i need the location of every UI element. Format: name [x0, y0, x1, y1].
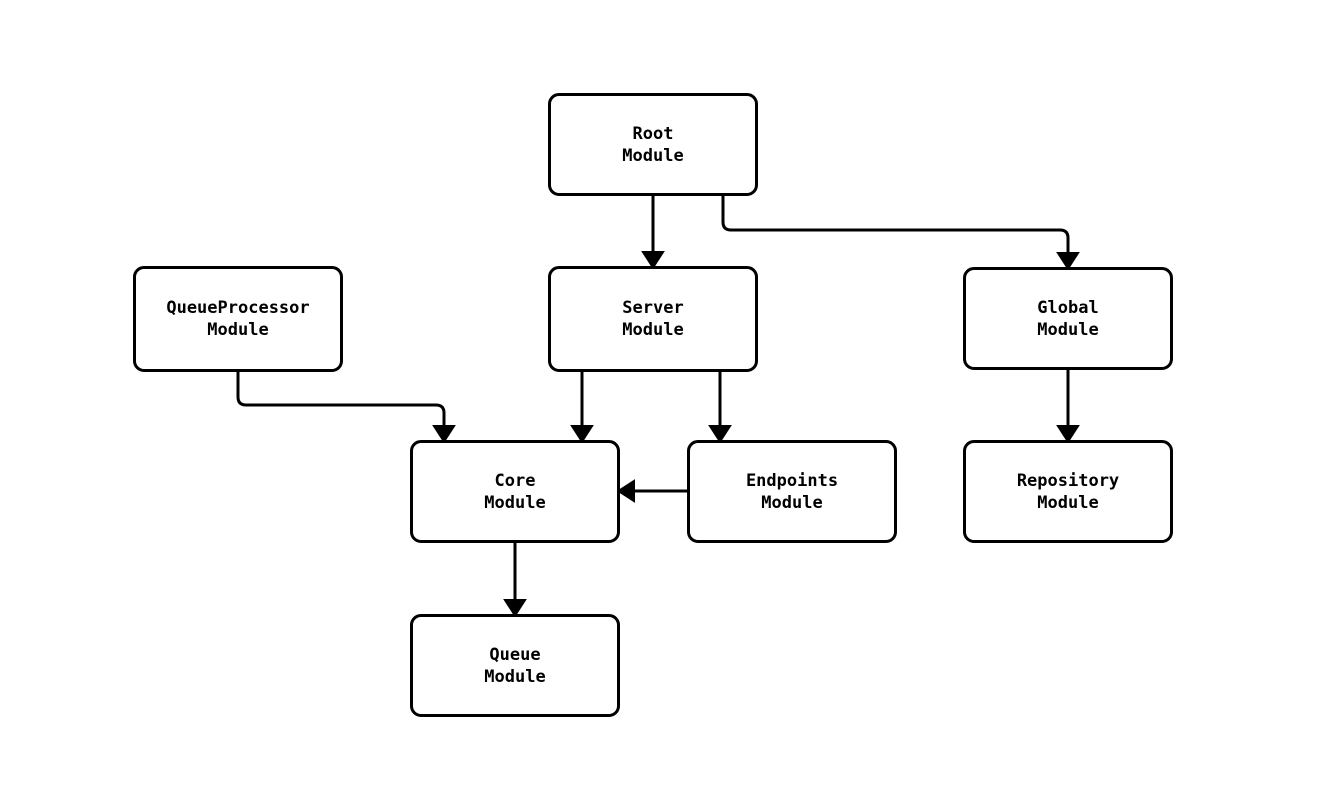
node-global-label-line1: Global [1037, 297, 1099, 318]
node-core-label-line2: Module [484, 492, 546, 513]
node-repository-label-line1: Repository [1016, 470, 1120, 491]
node-queue-label-line1: Queue [489, 644, 541, 665]
node-repository-label-line2: Module [1037, 492, 1099, 513]
node-endpoints[interactable]: Endpoints Module [687, 440, 897, 543]
node-global-label-line2: Module [1037, 319, 1099, 340]
node-queue-label-line2: Module [484, 666, 546, 687]
node-server-label-line2: Module [622, 320, 684, 340]
edge-queueprocessor-to-core [236, 372, 456, 444]
node-queueprocessor[interactable]: QueueProcessor Module [133, 266, 343, 372]
node-global[interactable]: Global Module [963, 267, 1173, 370]
node-endpoints-label-line2: Module [761, 492, 823, 513]
node-core-label-line1: Core [494, 470, 536, 491]
node-repository[interactable]: Repository Module [963, 440, 1173, 543]
node-queueprocessor-label-line2: Module [207, 320, 269, 340]
node-root-label-line2: Module [622, 145, 684, 166]
node-server[interactable]: Server Module [548, 266, 758, 372]
node-root-label-line1: Root [632, 123, 674, 144]
edge-root-to-global [721, 196, 1080, 271]
node-queue[interactable]: Queue Module [410, 614, 620, 717]
node-core[interactable]: Core Module [410, 440, 620, 543]
node-server-label-line1: Server [622, 298, 684, 318]
node-endpoints-label-line1: Endpoints [745, 470, 839, 491]
node-root[interactable]: Root Module [548, 93, 758, 196]
node-queueprocessor-label-line1: QueueProcessor [166, 298, 310, 318]
